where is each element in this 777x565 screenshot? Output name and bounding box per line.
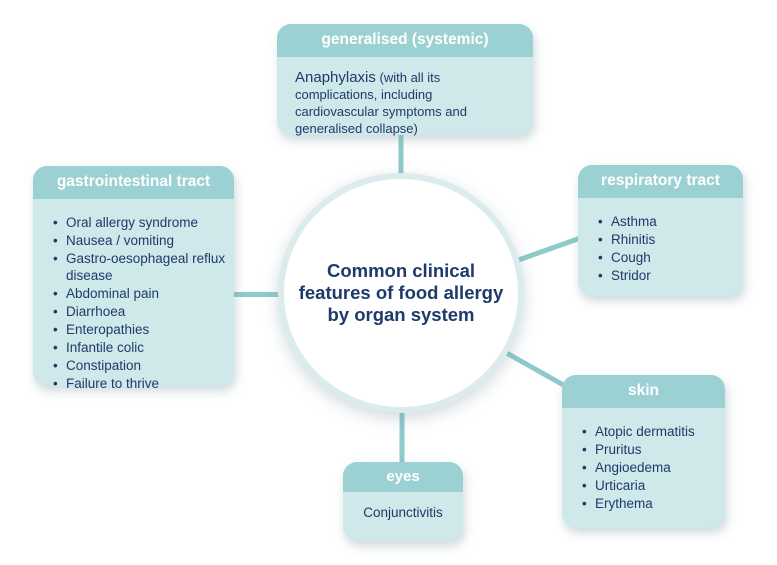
list-item: Cough bbox=[598, 249, 735, 266]
list-item: Abdominal pain bbox=[53, 285, 226, 302]
symptom-list-respiratory: AsthmaRhinitisCoughStridor bbox=[578, 198, 743, 284]
list-item: Diarrhoea bbox=[53, 303, 226, 320]
generalised-body: Anaphylaxis (with all its complications,… bbox=[277, 57, 533, 137]
list-item: Infantile colic bbox=[53, 339, 226, 356]
box-header-generalised: generalised (systemic) bbox=[277, 24, 533, 57]
list-item: Constipation bbox=[53, 357, 226, 374]
symptom-list-gastrointestinal: Oral allergy syndromeNausea / vomitingGa… bbox=[33, 199, 234, 392]
list-item: Stridor bbox=[598, 267, 735, 284]
box-header-gastrointestinal: gastrointestinal tract bbox=[33, 166, 234, 199]
list-item: Erythema bbox=[582, 495, 717, 512]
list-item: Urticaria bbox=[582, 477, 717, 494]
list-item: Failure to thrive bbox=[53, 375, 226, 392]
box-respiratory-tract: respiratory tract AsthmaRhinitisCoughStr… bbox=[578, 165, 743, 296]
center-title-line: by organ system bbox=[327, 304, 475, 325]
anaphylaxis-lead: Anaphylaxis bbox=[295, 69, 376, 86]
list-item: Gastro-oesophageal reflux disease bbox=[53, 250, 226, 284]
list-item: Asthma bbox=[598, 213, 735, 230]
box-header-eyes: eyes bbox=[343, 462, 463, 492]
list-item: Oral allergy syndrome bbox=[53, 214, 226, 231]
center-title: Common clinical features of food allergy… bbox=[299, 260, 504, 326]
box-generalised-systemic: generalised (systemic) Anaphylaxis (with… bbox=[277, 24, 533, 137]
list-item: Atopic dermatitis bbox=[582, 423, 717, 440]
eyes-body: Conjunctivitis bbox=[363, 505, 443, 520]
box-header-skin: skin bbox=[562, 375, 725, 408]
box-header-respiratory: respiratory tract bbox=[578, 165, 743, 198]
box-skin: skin Atopic dermatitisPruritusAngioedema… bbox=[562, 375, 725, 528]
list-item: Pruritus bbox=[582, 441, 717, 458]
center-title-line: features of food allergy bbox=[298, 282, 504, 303]
list-item: Angioedema bbox=[582, 459, 717, 476]
center-circle: Common clinical features of food allergy… bbox=[278, 173, 524, 413]
box-gastrointestinal-tract: gastrointestinal tract Oral allergy synd… bbox=[33, 166, 234, 392]
list-item: Nausea / vomiting bbox=[53, 232, 226, 249]
anaphylaxis-detail: (with all its complications, including c… bbox=[295, 70, 467, 136]
symptom-list-skin: Atopic dermatitisPruritusAngioedemaUrtic… bbox=[562, 408, 725, 512]
center-title-line: Common clinical bbox=[326, 260, 475, 281]
connector-right-upper bbox=[509, 233, 587, 266]
list-item: Rhinitis bbox=[598, 231, 735, 248]
box-eyes: eyes Conjunctivitis bbox=[343, 462, 463, 541]
list-item: Enteropathies bbox=[53, 321, 226, 338]
